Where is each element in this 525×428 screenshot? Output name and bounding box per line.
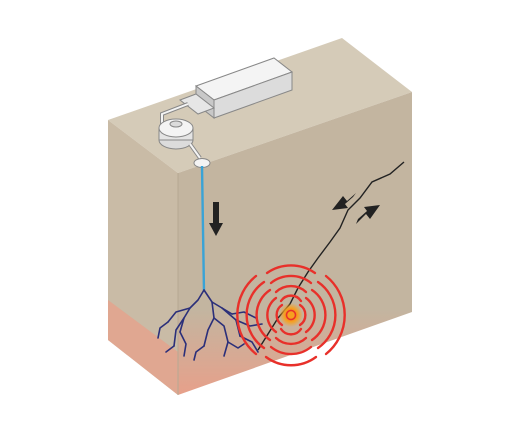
down-arrow-icon — [209, 202, 223, 236]
fracture-network — [157, 289, 263, 361]
seismic-wave-icon — [236, 264, 346, 367]
surface-equipment — [158, 57, 294, 168]
ground-heat-zone — [108, 300, 178, 395]
fault-slip-arrow-icon — [332, 193, 380, 224]
injection-well — [200, 165, 206, 293]
pump-cap — [169, 120, 183, 128]
storage-unit-base — [178, 93, 216, 115]
epicenter — [285, 309, 297, 321]
pump-top — [158, 118, 194, 138]
